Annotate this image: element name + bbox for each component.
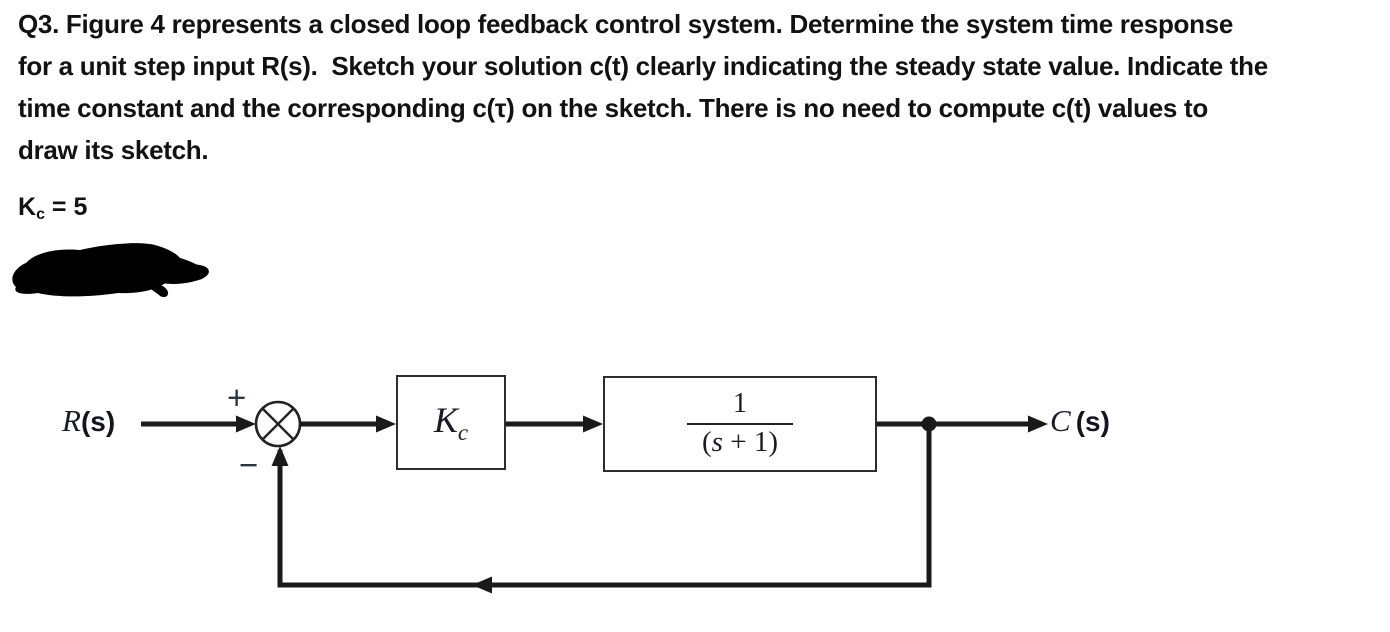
question-line-4: draw its sketch. <box>18 135 209 165</box>
controller-gain-symbol: K <box>433 400 458 440</box>
transfer-function-denominator: (s + 1) <box>702 425 778 459</box>
gain-equation: Kc = 5 <box>18 193 87 224</box>
question-line-1: Q3. Figure 4 represents a closed loop fe… <box>18 9 1234 39</box>
feedback-path <box>277 424 932 588</box>
controller-gain-label: Kc <box>434 399 468 446</box>
plant-block: 1 (s + 1) <box>603 376 877 472</box>
input-arrowhead <box>236 415 256 433</box>
denominator-open-paren: ( <box>702 425 712 458</box>
gain-symbol: K <box>18 193 37 221</box>
denominator-rest: + 1) <box>722 425 778 458</box>
controller-gain-subscript: c <box>457 420 469 445</box>
scribble-tail <box>148 283 169 298</box>
redaction-scribble <box>12 243 209 298</box>
question-line-3: time constant and the corresponding c(τ)… <box>18 93 1208 123</box>
controller-block: Kc <box>396 375 506 470</box>
feedback-up-arrowhead <box>271 446 289 466</box>
plus-sign: + <box>227 379 247 416</box>
output-signal-argument: (s) <box>1075 406 1110 437</box>
input-signal-argument: (s) <box>80 406 116 437</box>
gain-value: = 5 <box>44 193 88 221</box>
gain-subscript: c <box>36 206 45 223</box>
input-signal-label: R(s) <box>62 403 115 439</box>
controller-arrowhead <box>376 415 396 433</box>
question-text: Q3. Figure 4 represents a closed loop fe… <box>18 3 1378 171</box>
input-signal-symbol: R <box>62 403 81 438</box>
scribble-blob <box>12 243 206 297</box>
feedback-left-arrowhead <box>472 576 492 594</box>
minus-sign: − <box>239 446 259 483</box>
denominator-s-variable: s <box>711 425 723 458</box>
plant-arrowhead <box>583 415 603 433</box>
output-signal-label: C(s) <box>1050 403 1110 439</box>
transfer-function: 1 (s + 1) <box>687 388 793 459</box>
summing-junction-cross-2 <box>261 407 295 441</box>
question-line-2: for a unit step input R(s). Sketch your … <box>18 51 1268 81</box>
transfer-function-numerator: 1 <box>687 388 793 425</box>
output-arrowhead <box>1028 415 1048 433</box>
output-signal-symbol: C <box>1050 403 1071 438</box>
